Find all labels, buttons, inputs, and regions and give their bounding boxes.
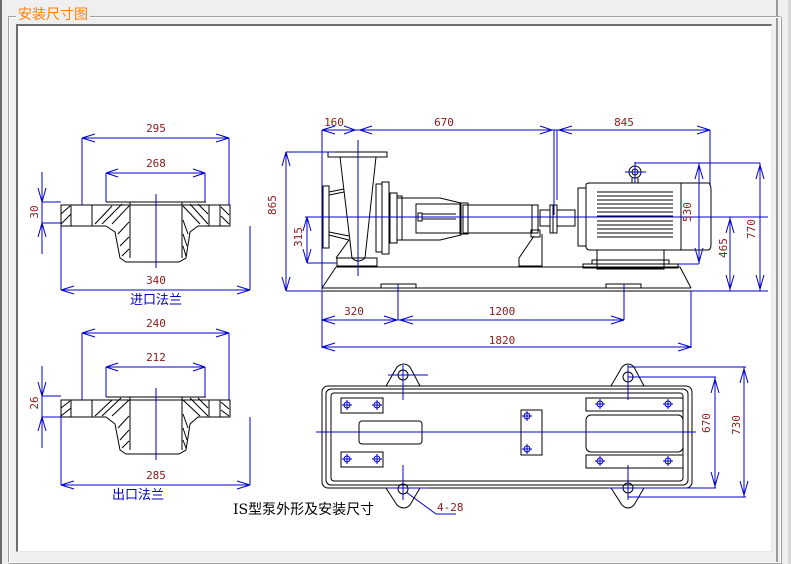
window-left-border — [0, 0, 2, 564]
dim-outlet-thickness: 26 — [28, 396, 41, 409]
dim-inlet-thickness: 30 — [28, 205, 41, 218]
dim-foot-offset: 320 — [344, 305, 364, 318]
drawing-title: IS型泵外形及安装尺寸 — [233, 502, 374, 518]
dim-inlet-bolt-circle: 295 — [146, 122, 166, 135]
outlet-flange-section: 240 212 26 285 出口法兰 — [28, 317, 251, 503]
dim-inlet-offset: 160 — [324, 116, 344, 129]
dim-inlet-center-height: 315 — [292, 227, 305, 247]
dim-anchor-holes: 4-28 — [437, 501, 464, 514]
dim-inlet-outer-diameter: 340 — [146, 274, 166, 287]
window-scroll-edge — [788, 0, 791, 564]
inlet-flange-section: 295 268 30 340 进口法兰 — [28, 122, 251, 308]
dim-pump-length: 670 — [434, 116, 454, 129]
groupbox-title: 安装尺寸图 — [16, 6, 90, 24]
dim-foot-spacing: 1200 — [489, 305, 516, 318]
dim-bolt-spacing: 670 — [700, 413, 713, 433]
dim-overall-height: 770 — [745, 219, 758, 239]
dim-outlet-bolt-circle: 240 — [146, 317, 166, 330]
inlet-flange-caption: 进口法兰 — [130, 293, 182, 308]
dim-shaft-center-height: 465 — [717, 238, 730, 258]
base-plan-view: 4-28 670 730 — [316, 363, 749, 515]
dim-outlet-outer-diameter: 285 — [146, 469, 166, 482]
install-dimension-groupbox — [8, 16, 781, 563]
dim-base-width: 730 — [730, 415, 743, 435]
outlet-flange-caption: 出口法兰 — [112, 488, 164, 503]
dim-base-length: 1820 — [489, 334, 516, 347]
dim-motor-length: 845 — [614, 116, 634, 129]
dim-outlet-raised-face: 212 — [146, 351, 166, 364]
dim-inlet-raised-face: 268 — [146, 157, 166, 170]
dim-total-height: 865 — [266, 195, 279, 215]
dim-motor-height: 530 — [681, 202, 694, 222]
window-right-border — [776, 0, 778, 564]
pump-side-view: 160 670 845 865 315 530 465 770 320 — [266, 116, 768, 352]
